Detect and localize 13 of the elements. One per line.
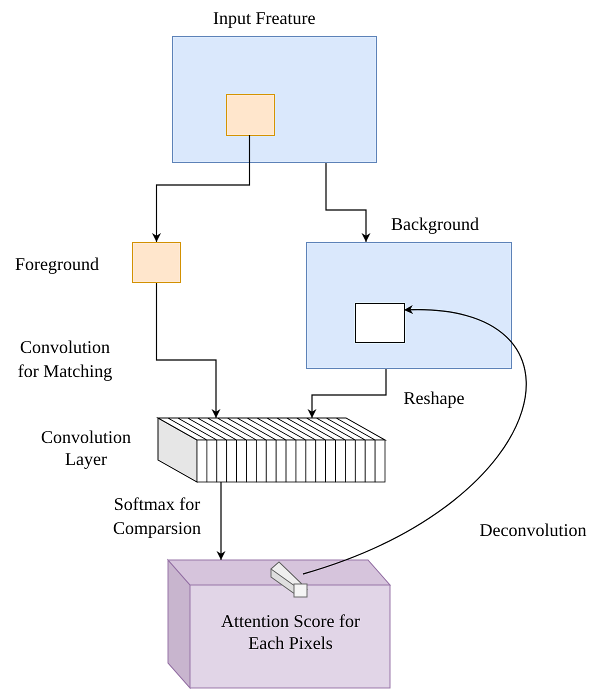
node-title: Input Freature xyxy=(213,7,316,29)
node-title: Convolution Layer xyxy=(40,426,132,470)
block-label: Attention Score for Each Pixels xyxy=(220,610,361,654)
arrow xyxy=(156,283,220,418)
arrow xyxy=(325,163,370,242)
arrow xyxy=(152,135,250,242)
region-box xyxy=(226,94,275,136)
masked-region-box xyxy=(355,303,405,343)
arrow xyxy=(216,482,226,560)
arrow xyxy=(308,369,387,418)
arrow xyxy=(302,306,527,575)
node-title: Background xyxy=(391,213,479,235)
node-title: Foreground xyxy=(15,253,99,275)
